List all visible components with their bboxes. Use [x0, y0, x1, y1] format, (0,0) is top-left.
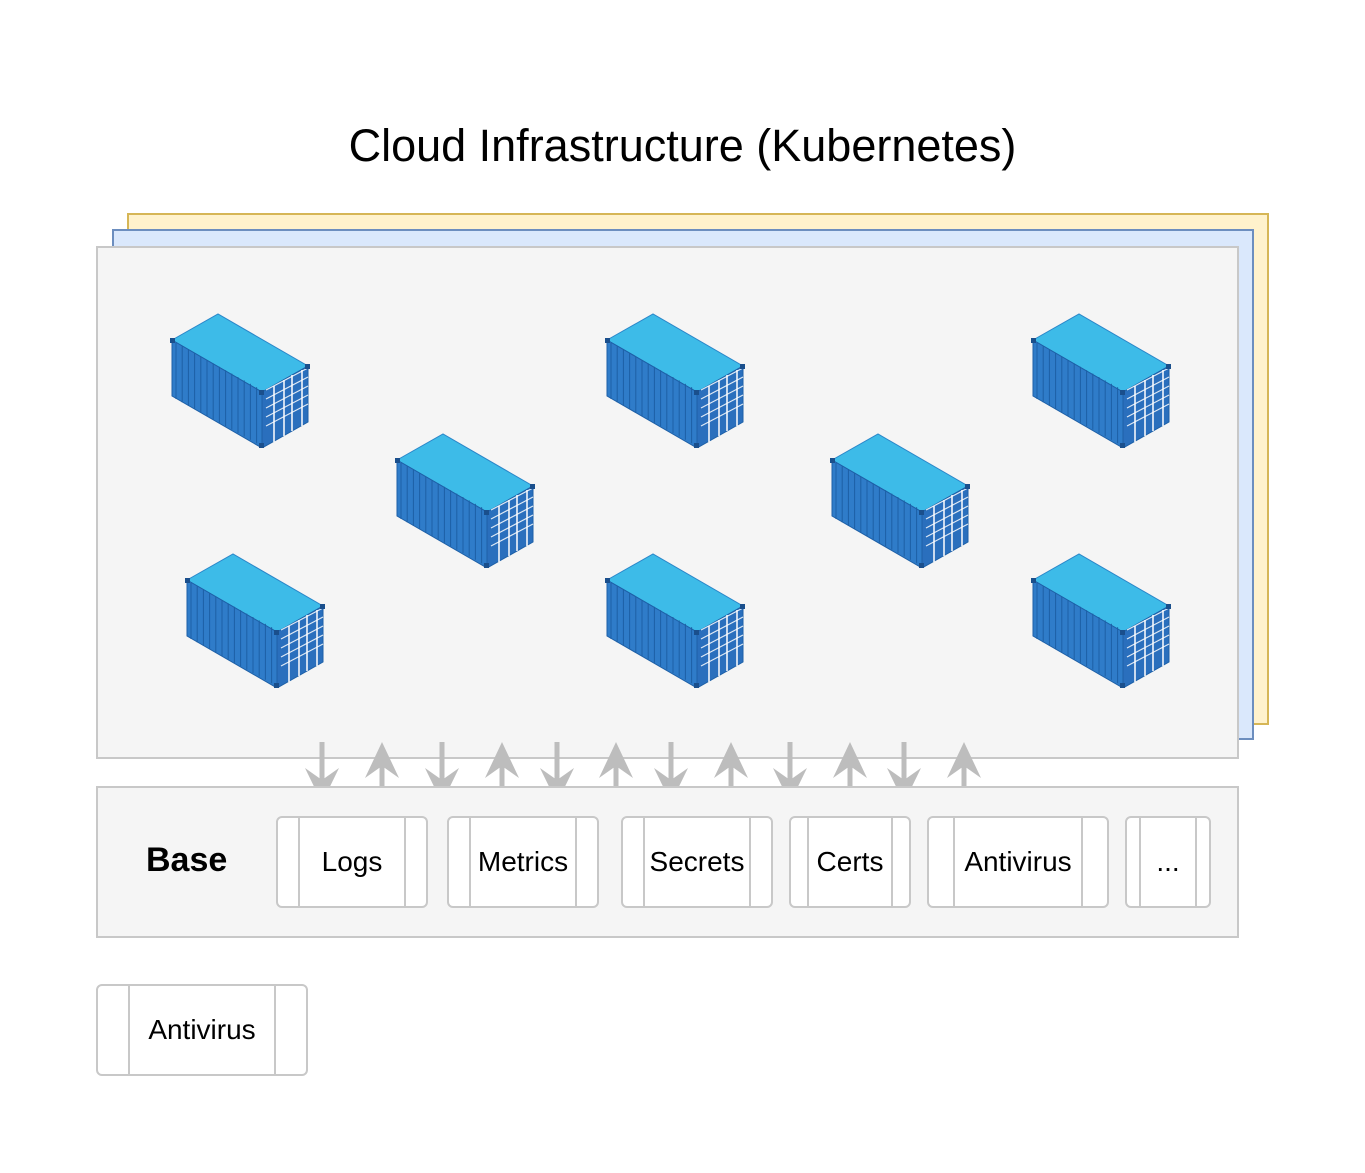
shipping-container-icon — [1031, 552, 1171, 688]
service-antivirus[interactable]: Antivirus — [927, 816, 1109, 908]
service-metrics[interactable]: Metrics — [447, 816, 599, 908]
service-label: Secrets — [649, 846, 745, 877]
shipping-container-icon — [1031, 312, 1171, 448]
standalone-label: Antivirus — [148, 1014, 256, 1045]
service-secrets[interactable]: Secrets — [621, 816, 773, 908]
shipping-container-icon — [605, 312, 745, 448]
shipping-container-icon — [605, 552, 745, 688]
arrow-down-icon — [305, 742, 339, 803]
service-label: Certs — [816, 846, 884, 877]
standalone-antivirus[interactable]: Antivirus — [96, 984, 308, 1076]
service-label: Metrics — [477, 846, 569, 877]
service-certs[interactable]: Certs — [789, 816, 911, 908]
diagram-title: Cloud Infrastructure (Kubernetes) — [348, 120, 1017, 171]
shipping-container-icon — [395, 432, 535, 568]
base-label: Base — [146, 841, 228, 879]
service-label: ... — [1156, 846, 1180, 877]
shipping-container-icon — [185, 552, 325, 688]
arrow-down-icon — [540, 742, 574, 803]
service-more[interactable]: ... — [1125, 816, 1211, 908]
service-label: Logs — [321, 846, 383, 877]
service-label: Antivirus — [964, 846, 1072, 877]
shipping-container-icon — [170, 312, 310, 448]
arrow-down-icon — [887, 742, 921, 803]
arrow-down-icon — [654, 742, 688, 803]
shipping-container-icon — [830, 432, 970, 568]
arrow-down-icon — [773, 742, 807, 803]
service-logs[interactable]: Logs — [276, 816, 428, 908]
arrow-down-icon — [425, 742, 459, 803]
